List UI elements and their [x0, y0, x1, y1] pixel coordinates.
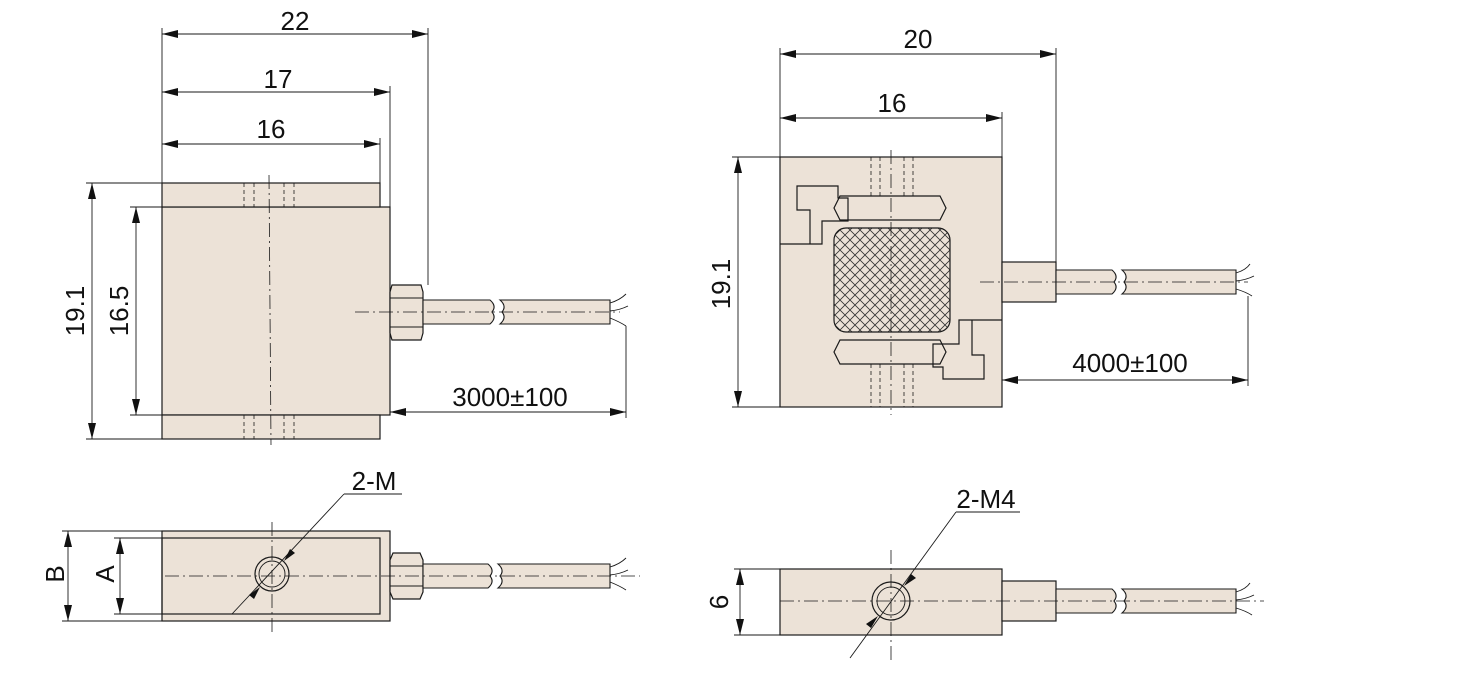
left-front-view: 22 17 16 19.1 16.5 3000±100: [60, 6, 629, 446]
upper-slot: [780, 185, 849, 245]
right-front-view: 20 16 19.1 4000±100: [706, 24, 1255, 415]
dim-20-label: 20: [904, 24, 933, 54]
dim-22-label: 22: [281, 6, 310, 36]
thread-2-m-label: 2-M: [352, 466, 397, 496]
dim-b-label: B: [40, 565, 70, 582]
dim-3000-label: 3000±100: [452, 382, 568, 412]
dim-19-1-right-label: 19.1: [706, 259, 736, 310]
dim-16-right-label: 16: [878, 88, 907, 118]
dim-19-1-label: 19.1: [60, 286, 90, 337]
dim-16-label: 16: [257, 114, 286, 144]
left-top-tab: [161, 182, 381, 208]
dim-4000-label: 4000±100: [1072, 348, 1188, 378]
thread-2-m4-label: 2-M4: [956, 484, 1015, 514]
strain-gauge-area: [833, 227, 951, 333]
dim-a-label: A: [90, 565, 120, 583]
left-top-view: 2-M B A: [40, 466, 640, 634]
dim-6-label: 6: [704, 595, 734, 609]
dim-17-label: 17: [264, 64, 293, 94]
right-top-view: 2-M4 6: [704, 484, 1264, 660]
left-cable-nut: [389, 284, 424, 341]
dim-16-5-label: 16.5: [104, 286, 134, 337]
lower-slot: [932, 319, 1002, 380]
left-body: [161, 206, 391, 416]
